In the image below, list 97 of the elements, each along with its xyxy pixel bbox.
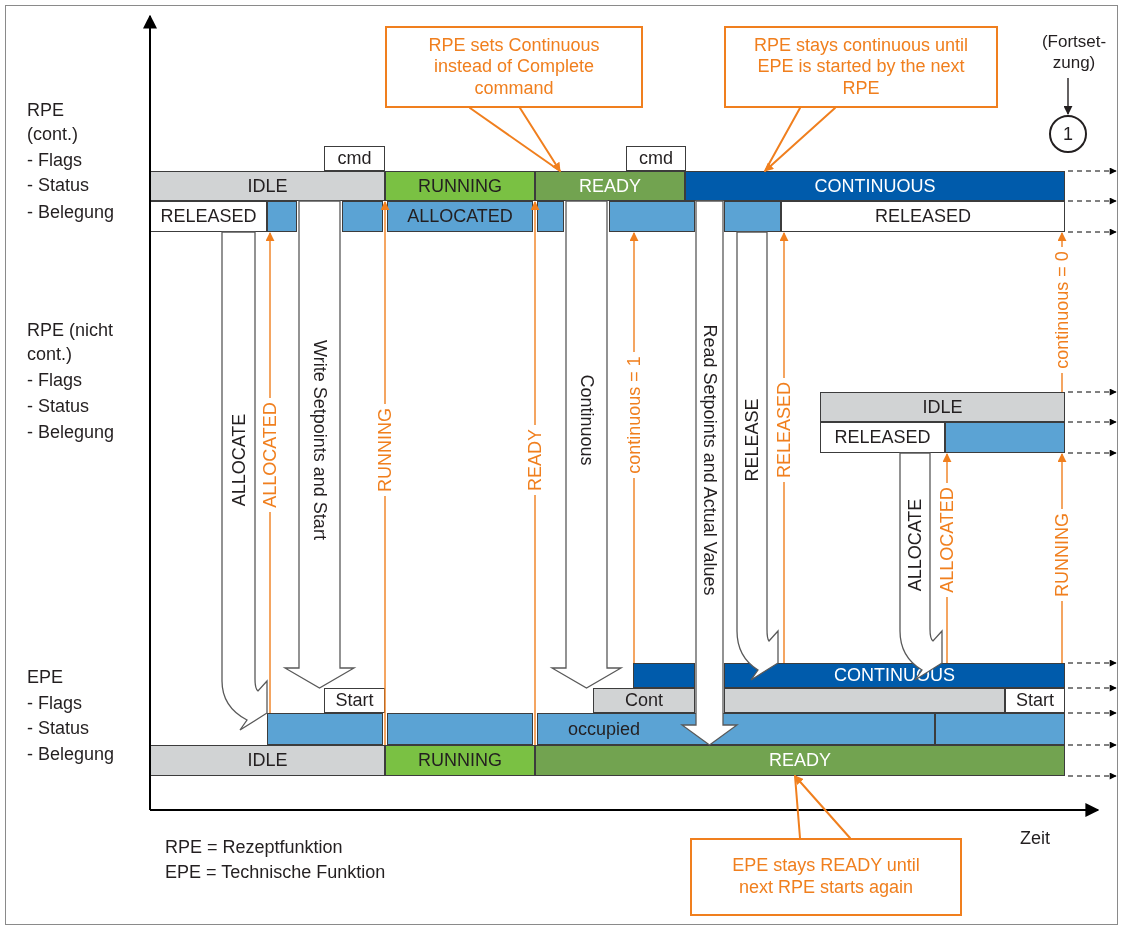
allocation-bar (945, 422, 1065, 453)
allocation-bar (537, 713, 935, 745)
state-label: Start (1016, 689, 1054, 712)
flag-bar (633, 663, 695, 688)
callout-text: RPE sets Continuous instead of Complete command (427, 34, 601, 100)
command-box (626, 146, 686, 171)
allocation-bar (387, 201, 533, 232)
response-label: continuous = 0 (1053, 247, 1071, 373)
state-label: RELEASED (874, 205, 971, 228)
command-arrow (282, 200, 357, 689)
state-label: IDLE (247, 174, 288, 198)
callout-text: RPE stays continuous until EPE is started by the next RPE (752, 34, 970, 100)
state-label: READY (769, 749, 831, 772)
state-label: IDLE (247, 749, 288, 772)
row-label: EPE (27, 666, 65, 689)
status-box (1005, 688, 1065, 713)
allocation-bar (935, 713, 1065, 745)
command-arrow (680, 200, 739, 746)
allocation-bar (820, 422, 945, 453)
arrow-label: RELEASE (743, 398, 761, 482)
response-label: ALLOCATED (938, 483, 956, 597)
row-label: RPE (nicht cont.) (27, 319, 115, 367)
arrow-label: Continuous (577, 374, 596, 466)
allocation-bar (342, 201, 383, 232)
state-label: READY (579, 174, 641, 198)
status-bar (385, 745, 535, 776)
callout-pointer (794, 775, 851, 839)
response-label: RUNNING (1053, 509, 1071, 601)
allocation-bar (267, 201, 297, 232)
allocation-bar (150, 201, 267, 232)
row-label: - Status (27, 395, 91, 418)
row-label: - Belegung (27, 421, 116, 444)
arrow-label: Read Setpoints and Actual Values (700, 324, 719, 596)
circle-number: 1 (1063, 122, 1073, 146)
row-label: Zeit (1020, 827, 1051, 850)
state-label: cmd (639, 147, 673, 170)
state-label: IDLE (922, 395, 963, 419)
arrow-label: Write Setpoints and Start (310, 340, 329, 540)
response-label: RUNNING (376, 404, 394, 496)
allocation-bar (387, 713, 533, 745)
status-box (324, 688, 385, 713)
row-label: - Flags (27, 149, 83, 172)
command-arrow (736, 231, 779, 681)
callout-box (690, 838, 962, 916)
response-label: ALLOCATED (261, 398, 279, 512)
arrow (1063, 77, 1073, 115)
status-bar (724, 688, 1005, 713)
status-bar (535, 171, 685, 201)
arrow-label: ALLOCATE (229, 413, 248, 507)
command-box (324, 146, 385, 171)
status-bar (150, 745, 385, 776)
arrow-label: ALLOCATE (906, 498, 924, 592)
state-label: ALLOCATED (407, 205, 513, 228)
row-label: - Belegung (27, 201, 116, 224)
allocation-bar (781, 201, 1065, 232)
response-arrow (530, 201, 540, 746)
row-label: - Flags (27, 369, 83, 392)
row-label: RPE (cont.) (27, 99, 79, 147)
status-bar (593, 688, 695, 713)
status-bar (685, 171, 1065, 201)
note-text: (Fortset- zung) (1040, 30, 1108, 74)
state-label: RUNNING (418, 749, 502, 772)
state-label: cmd (337, 147, 372, 170)
state-label: RELEASED (834, 426, 931, 449)
row-label: - Flags (27, 692, 83, 715)
callout-box (385, 26, 643, 108)
callout-text: EPE stays READY until next RPE starts again (731, 855, 921, 899)
allocation-bar (724, 201, 781, 232)
status-bar (535, 745, 1065, 776)
state-label: RELEASED (160, 205, 257, 228)
callout-box (724, 26, 998, 108)
row-label: - Status (27, 174, 91, 197)
state-label: occupied (568, 717, 641, 741)
status-bar (385, 171, 535, 201)
command-arrow (549, 200, 624, 689)
row-label: - Status (27, 717, 91, 740)
state-label: RUNNING (418, 174, 502, 198)
response-label: READY (526, 425, 544, 495)
response-label: continuous = 1 (625, 352, 643, 478)
state-label: Start (335, 689, 374, 712)
allocation-bar (537, 201, 564, 232)
row-label: RPE = Rezeptfunktion (165, 836, 344, 859)
response-label: RELEASED (775, 378, 793, 483)
row-label: EPE = Technische Funktion (165, 861, 387, 884)
command-arrow (899, 452, 943, 681)
state-label: CONTINUOUS (834, 664, 955, 687)
row-label: - Belegung (27, 743, 116, 766)
state-label: CONTINUOUS (814, 174, 936, 198)
callout-pointer (764, 107, 836, 172)
command-arrow (221, 231, 268, 731)
status-bar (820, 392, 1065, 422)
allocation-bar (267, 713, 383, 745)
allocation-bar (609, 201, 695, 232)
status-bar (150, 171, 385, 201)
flag-bar (724, 663, 1065, 688)
callout-pointer (469, 107, 561, 172)
state-label: Cont (625, 689, 663, 712)
